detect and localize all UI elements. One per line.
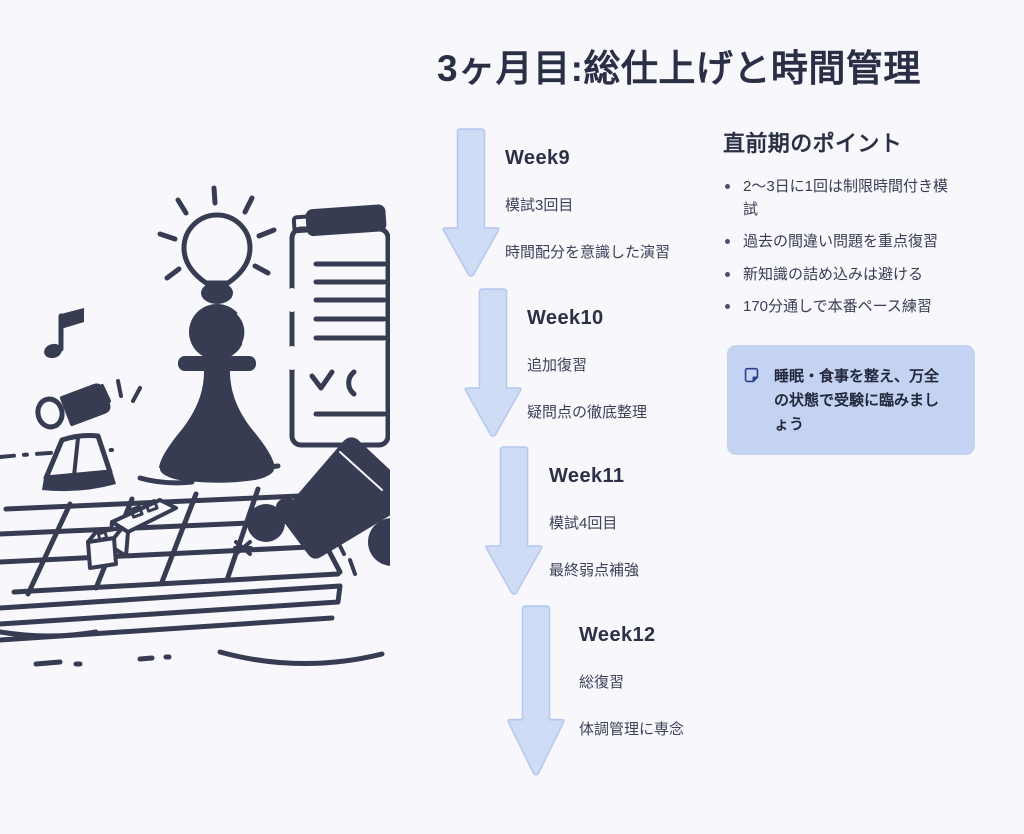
week-item: 模試4回目: [549, 515, 618, 532]
timeline-step-week11: Week11 模試4回目 最終弱点補強: [549, 465, 639, 582]
bullet-dot: [725, 304, 730, 309]
down-arrow-icon: [464, 288, 522, 437]
bullet-dot: [725, 271, 730, 277]
advice-text: 睡眠・食事を整え、万全の状態で受験に臨みましょう: [774, 368, 940, 433]
down-arrow-icon: [485, 446, 543, 595]
chess-study-illustration: [0, 182, 416, 734]
week-item: 最終弱点補強: [549, 561, 640, 579]
bullet-dot: [725, 239, 730, 244]
note-icon: [743, 367, 760, 437]
music-note-icon: [44, 308, 84, 359]
sparkle-marks: [100, 379, 142, 403]
point-item: 2〜3日に1回は制限時間付き模試: [725, 176, 995, 221]
week-label: Week9: [505, 147, 571, 169]
lightbulb-rays: [157, 185, 277, 281]
timeline-step-week10: Week10 追加復習 疑問点の徹底整理: [527, 307, 647, 424]
point-item: 過去の間違い問題を重点復習: [725, 231, 995, 254]
points-list: 2〜3日に1回は制限時間付き模試 過去の間違い問題を重点復習 新知識の詰め込みは…: [725, 176, 995, 329]
page-title: 3ヶ月目:総仕上げと時間管理: [437, 48, 921, 89]
week-item: 模試3回目: [505, 197, 574, 214]
week-label: Week10: [527, 307, 604, 329]
week-item: 体調管理に専念: [579, 720, 685, 738]
lightbulb-icon: [181, 212, 253, 286]
points-heading: 直前期のポイント: [723, 131, 903, 156]
pawn-piece: [159, 304, 275, 484]
week-item: 疑問点の徹底整理: [527, 403, 648, 421]
down-arrow-icon: [442, 128, 500, 277]
week-item: 時間配分を意識した演習: [505, 243, 671, 261]
timeline-step-week9: Week9 模試3回目 時間配分を意識した演習: [505, 147, 670, 264]
timeline-step-week12: Week12 総復習 体調管理に専念: [579, 624, 689, 741]
week-label: Week11: [549, 465, 625, 487]
advice-callout: 睡眠・食事を整え、万全の状態で受験に臨みましょう: [727, 345, 975, 455]
clipboard: [288, 204, 391, 448]
point-item: 170分通しで本番ペース練習: [725, 296, 995, 319]
week-item: 総復習: [579, 674, 625, 691]
robot: [35, 383, 116, 492]
bullet-dot: [725, 184, 730, 189]
blocks: [86, 498, 178, 570]
point-item: 新知識の詰め込みは避ける: [725, 264, 995, 287]
week-label: Week12: [579, 624, 656, 646]
week-item: 追加復習: [527, 357, 588, 374]
down-arrow-icon: [507, 605, 565, 776]
